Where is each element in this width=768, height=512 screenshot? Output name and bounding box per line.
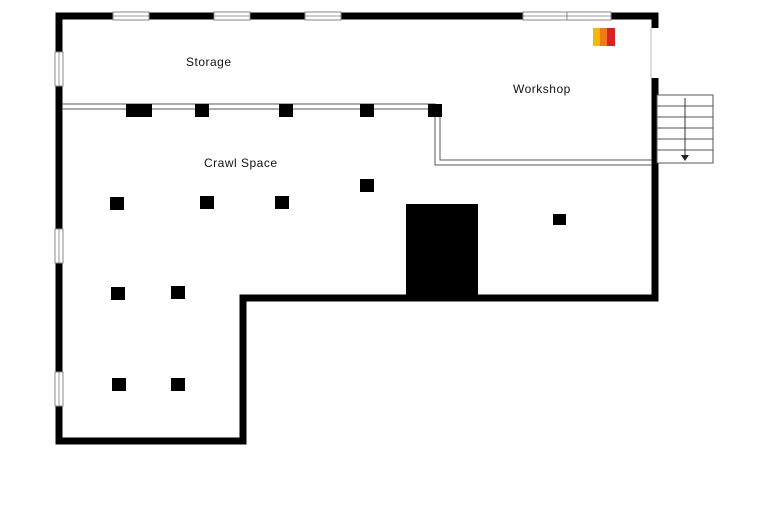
post — [171, 286, 185, 299]
logo-bar-orange — [600, 28, 607, 46]
post — [553, 214, 566, 225]
post — [428, 104, 442, 117]
post-group-partition — [126, 104, 442, 117]
post — [275, 196, 289, 209]
room-label-storage: Storage — [186, 55, 232, 69]
post — [279, 104, 293, 117]
room-label-crawl-space: Crawl Space — [204, 156, 278, 170]
post — [110, 197, 124, 210]
post — [360, 104, 374, 117]
logo-bar-yellow — [593, 28, 600, 46]
window-group-top — [112, 11, 612, 21]
brand-logo-icon — [593, 28, 615, 46]
room-label-workshop: Workshop — [513, 82, 571, 96]
post-group-crawl-space — [110, 179, 566, 391]
post — [360, 179, 374, 192]
interior-partition-outer — [62, 103, 652, 166]
staircase — [656, 94, 714, 164]
post — [126, 104, 152, 117]
exterior-wall — [55, 12, 659, 445]
post — [200, 196, 214, 209]
chimney-block — [406, 204, 478, 298]
window-group-left — [54, 51, 64, 407]
post — [111, 287, 125, 300]
arrow-down-icon — [681, 155, 689, 161]
post — [112, 378, 126, 391]
interior-partition-inner — [62, 108, 652, 161]
logo-bar-red — [607, 28, 615, 46]
post — [195, 104, 209, 117]
post — [171, 378, 185, 391]
stair-opening — [651, 28, 659, 78]
